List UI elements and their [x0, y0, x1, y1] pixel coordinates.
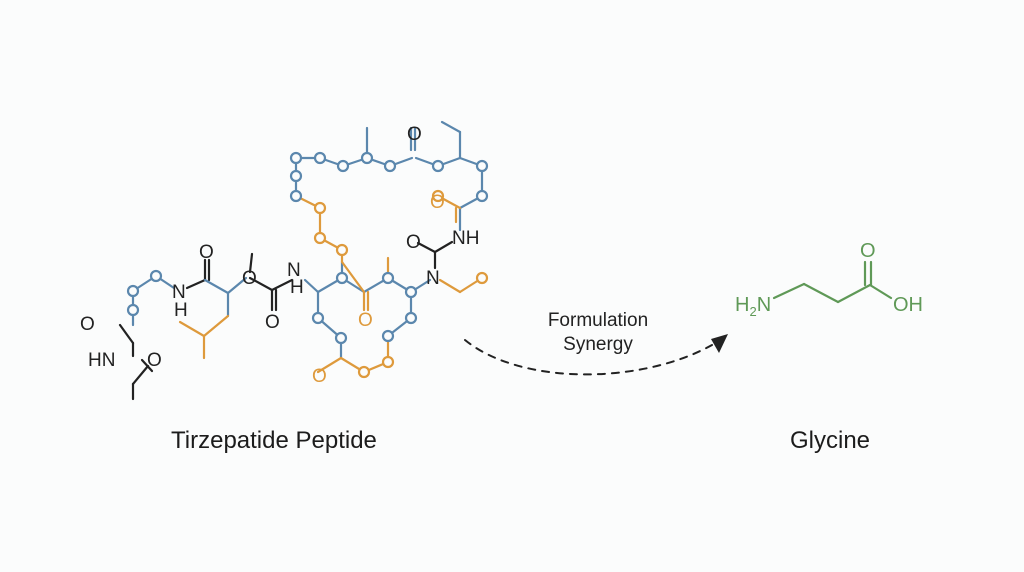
arrow-dashed-path	[464, 339, 713, 376]
atom-n: N	[172, 282, 186, 303]
arrow-label-line2: Synergy	[563, 334, 633, 355]
black-bonds	[118, 240, 454, 401]
atom-o: O	[406, 232, 421, 253]
atom-o: O	[430, 192, 445, 213]
blue-atoms	[126, 151, 489, 345]
atom-o: O	[242, 268, 257, 289]
blue-bonds	[131, 120, 484, 360]
glycine-caption: Glycine	[790, 427, 871, 454]
atom-o: O	[199, 242, 214, 263]
peptide-atom-labels: O O HN N H O O O N H O O O O NH N O	[80, 124, 479, 387]
atom-h: H	[174, 300, 188, 321]
arrow-head-icon	[711, 334, 728, 353]
atom-n: N	[287, 260, 301, 281]
glycine-structure: H2N O OH	[735, 240, 923, 319]
atom-o: O	[265, 312, 280, 333]
atom-nh: NH	[452, 228, 479, 249]
peptide-caption: Tirzepatide Peptide	[171, 427, 377, 454]
reaction-arrow	[464, 334, 728, 376]
atom-hn: HN	[88, 350, 115, 371]
atom-o: O	[407, 124, 422, 145]
tirzepatide-structure	[118, 120, 489, 401]
glycine-atom-labels: H2N O OH	[735, 240, 923, 319]
orange-atoms	[313, 189, 489, 379]
arrow-label: Formulation Synergy	[518, 309, 678, 357]
atom-o: O	[147, 350, 162, 371]
atom-o: O	[358, 310, 373, 331]
glycine-bonds	[772, 260, 893, 304]
atom-h2n: H2N	[735, 294, 771, 319]
atom-o: O	[860, 240, 876, 262]
atom-o: O	[80, 314, 95, 335]
atom-n: N	[426, 268, 440, 289]
atom-o: O	[312, 366, 327, 387]
atom-oh: OH	[893, 294, 923, 316]
arrow-label-line1: Formulation	[547, 310, 649, 331]
atom-h: H	[290, 277, 304, 298]
